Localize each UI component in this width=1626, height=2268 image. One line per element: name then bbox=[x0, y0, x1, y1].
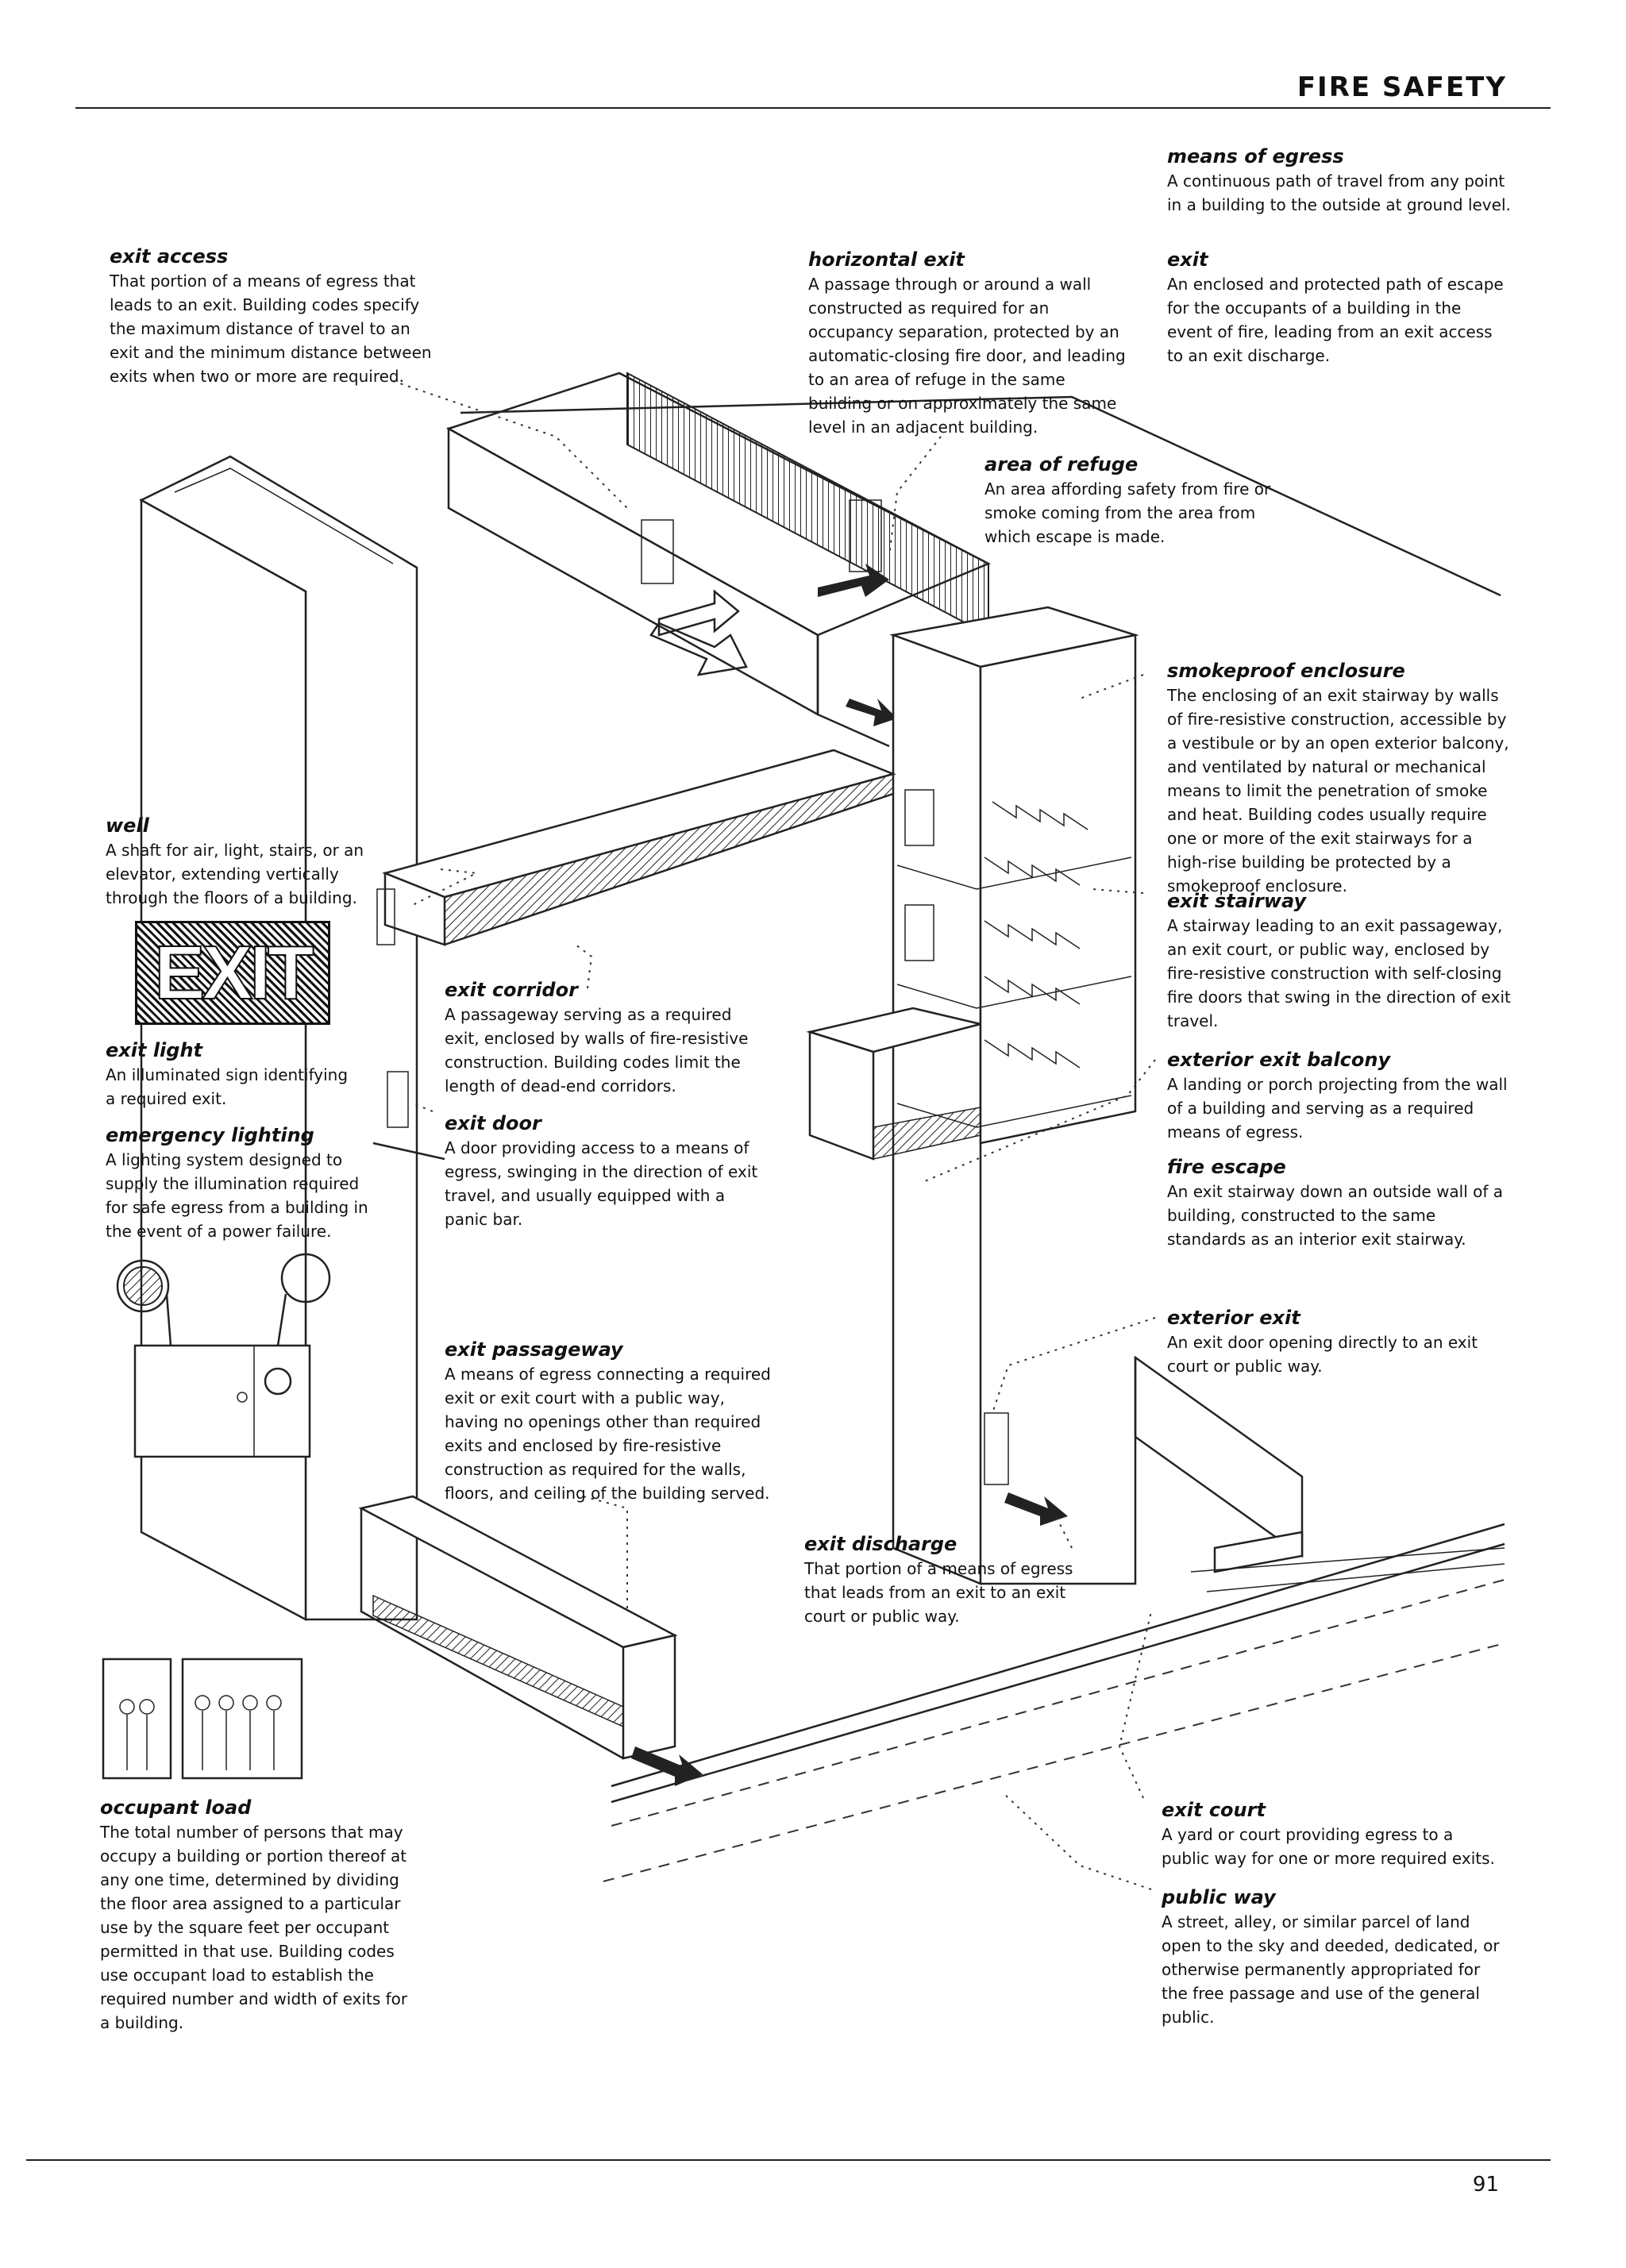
exit-corridor-slab bbox=[376, 749, 896, 946]
term-exterior-exit: exterior exit An exit door opening direc… bbox=[1167, 1306, 1501, 1378]
term-title: smokeproof enclosure bbox=[1167, 660, 1405, 682]
term-title: exit bbox=[1167, 248, 1208, 271]
term-smokeproof-enclosure: smokeproof enclosure The enclosing of an… bbox=[1167, 659, 1516, 898]
term-definition: A continuous path of travel from any poi… bbox=[1167, 171, 1511, 214]
term-definition: An enclosed and protected path of escape… bbox=[1167, 275, 1504, 365]
term-exit-discharge: exit discharge That portion of a means o… bbox=[804, 1532, 1074, 1628]
term-title: emergency lighting bbox=[106, 1124, 314, 1146]
stair-tower bbox=[889, 606, 1139, 1585]
term-definition: A street, alley, or similar parcel of la… bbox=[1162, 1912, 1500, 2027]
term-title: exit stairway bbox=[1167, 890, 1307, 912]
term-title: exterior exit bbox=[1167, 1307, 1300, 1329]
term-title: exit court bbox=[1162, 1799, 1266, 1821]
term-well: well A shaft for air, light, stairs, or … bbox=[106, 814, 376, 910]
term-title: occupant load bbox=[100, 1796, 252, 1819]
lower-annex bbox=[372, 1007, 981, 1161]
term-title: horizontal exit bbox=[808, 248, 965, 271]
exit-court-block bbox=[981, 1355, 1304, 1585]
term-definition: A lighting system designed to supply the… bbox=[106, 1150, 368, 1241]
exit-light-sign: EXIT bbox=[135, 921, 330, 1025]
term-title: exterior exit balcony bbox=[1167, 1049, 1391, 1071]
term-emergency-lighting: emergency lighting A lighting system des… bbox=[106, 1123, 383, 1243]
term-definition: That portion of a means of egress that l… bbox=[110, 271, 432, 386]
term-exit-passageway: exit passageway A means of egress connec… bbox=[445, 1338, 778, 1505]
term-exterior-exit-balcony: exterior exit balcony A landing or porch… bbox=[1167, 1048, 1508, 1144]
term-public-way: public way A street, alley, or similar p… bbox=[1162, 1885, 1503, 2029]
term-definition: An area affording safety from fire or sm… bbox=[984, 479, 1271, 546]
term-title: exit passageway bbox=[445, 1338, 623, 1361]
term-definition: The total number of persons that may occ… bbox=[100, 1823, 408, 2032]
term-definition: A stairway leading to an exit passageway… bbox=[1167, 916, 1511, 1030]
term-definition: An illuminated sign identifying a requir… bbox=[106, 1065, 349, 1108]
term-definition: An exit door opening directly to an exit… bbox=[1167, 1333, 1478, 1376]
exit-sign-text: EXIT bbox=[153, 930, 314, 1016]
occupant-load-figures bbox=[102, 1658, 303, 1780]
term-exit-corridor: exit corridor A passageway serving as a … bbox=[445, 978, 770, 1098]
term-exit-court: exit court A yard or court providing egr… bbox=[1162, 1798, 1503, 1870]
term-definition: A yard or court providing egress to a pu… bbox=[1162, 1825, 1495, 1868]
term-title: public way bbox=[1162, 1886, 1276, 1908]
term-title: well bbox=[106, 814, 149, 837]
term-definition: An exit stairway down an outside wall of… bbox=[1167, 1182, 1504, 1249]
term-definition: A passageway serving as a required exit,… bbox=[445, 1005, 749, 1095]
term-area-of-refuge: area of refuge An area affording safety … bbox=[984, 452, 1286, 549]
exit-passageway-block bbox=[358, 1495, 703, 1786]
leader-lines bbox=[392, 380, 1156, 1890]
public-way-street bbox=[603, 1523, 1505, 1882]
term-definition: A shaft for air, light, stairs, or an el… bbox=[106, 841, 364, 907]
term-definition: A passage through or around a wall const… bbox=[808, 275, 1126, 437]
term-definition: The enclosing of an exit stairway by wal… bbox=[1167, 686, 1509, 895]
page-number: 91 bbox=[1472, 2173, 1499, 2197]
section-title: FIRE SAFETY bbox=[1297, 71, 1507, 103]
term-means-of-egress: means of egress A continuous path of tra… bbox=[1167, 144, 1516, 217]
header-rule bbox=[75, 107, 1551, 109]
term-definition: A door providing access to a means of eg… bbox=[445, 1138, 758, 1229]
term-title: means of egress bbox=[1167, 145, 1344, 168]
footer-rule bbox=[26, 2159, 1551, 2161]
term-horizontal-exit: horizontal exit A passage through or aro… bbox=[808, 248, 1126, 439]
term-title: area of refuge bbox=[984, 453, 1139, 476]
term-definition: A means of egress connecting a required … bbox=[445, 1365, 771, 1503]
term-title: exit access bbox=[110, 245, 229, 268]
term-exit: exit An enclosed and protected path of e… bbox=[1167, 248, 1508, 368]
term-title: exit corridor bbox=[445, 979, 578, 1001]
term-exit-door: exit door A door providing access to a m… bbox=[445, 1111, 770, 1231]
term-title: exit discharge bbox=[804, 1533, 957, 1555]
term-fire-escape: fire escape An exit stairway down an out… bbox=[1167, 1155, 1508, 1251]
term-exit-access: exit access That portion of a means of e… bbox=[110, 245, 443, 388]
term-title: fire escape bbox=[1167, 1156, 1286, 1178]
term-exit-stairway: exit stairway A stairway leading to an e… bbox=[1167, 889, 1516, 1033]
term-exit-light: exit light An illuminated sign identifyi… bbox=[106, 1038, 360, 1111]
emergency-lighting-unit bbox=[116, 1253, 331, 1458]
term-occupant-load: occupant load The total number of person… bbox=[100, 1796, 410, 2035]
term-definition: That portion of a means of egress that l… bbox=[804, 1559, 1073, 1626]
upper-floor-block bbox=[445, 372, 1501, 748]
term-definition: A landing or porch projecting from the w… bbox=[1167, 1075, 1508, 1142]
term-title: exit door bbox=[445, 1112, 541, 1134]
term-title: exit light bbox=[106, 1039, 203, 1061]
